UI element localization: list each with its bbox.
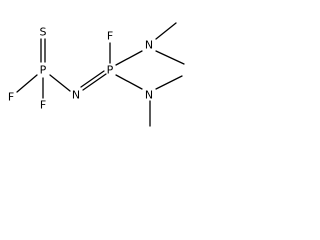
atom-fluorine-top: F bbox=[107, 30, 113, 43]
bond-p1-n1 bbox=[49, 74, 71, 92]
bond-p1-f1 bbox=[16, 74, 38, 93]
atom-nitrogen-upper: N bbox=[145, 39, 153, 52]
atom-nitrogen-bridge: N bbox=[72, 89, 80, 102]
atom-sulfur: S bbox=[40, 26, 47, 39]
bond-n1-p2-b bbox=[80, 70, 105, 88]
atom-fluorine-bottom: F bbox=[40, 99, 46, 112]
chemical-structure: S P F F N P F N N bbox=[8, 22, 185, 127]
bond-n2-methyl-right bbox=[155, 50, 185, 65]
atom-fluorine-left: F bbox=[8, 91, 14, 104]
atom-phosphorus-right: P bbox=[107, 64, 114, 77]
bond-n1-p2-a bbox=[82, 73, 107, 91]
bond-p2-n2 bbox=[115, 50, 143, 66]
bond-n3-methyl-right bbox=[155, 75, 183, 90]
bond-n2-methyl-up bbox=[155, 22, 177, 40]
bond-p2-n3 bbox=[115, 74, 143, 90]
atom-nitrogen-lower: N bbox=[145, 89, 153, 102]
atom-phosphorus-left: P bbox=[40, 64, 47, 77]
